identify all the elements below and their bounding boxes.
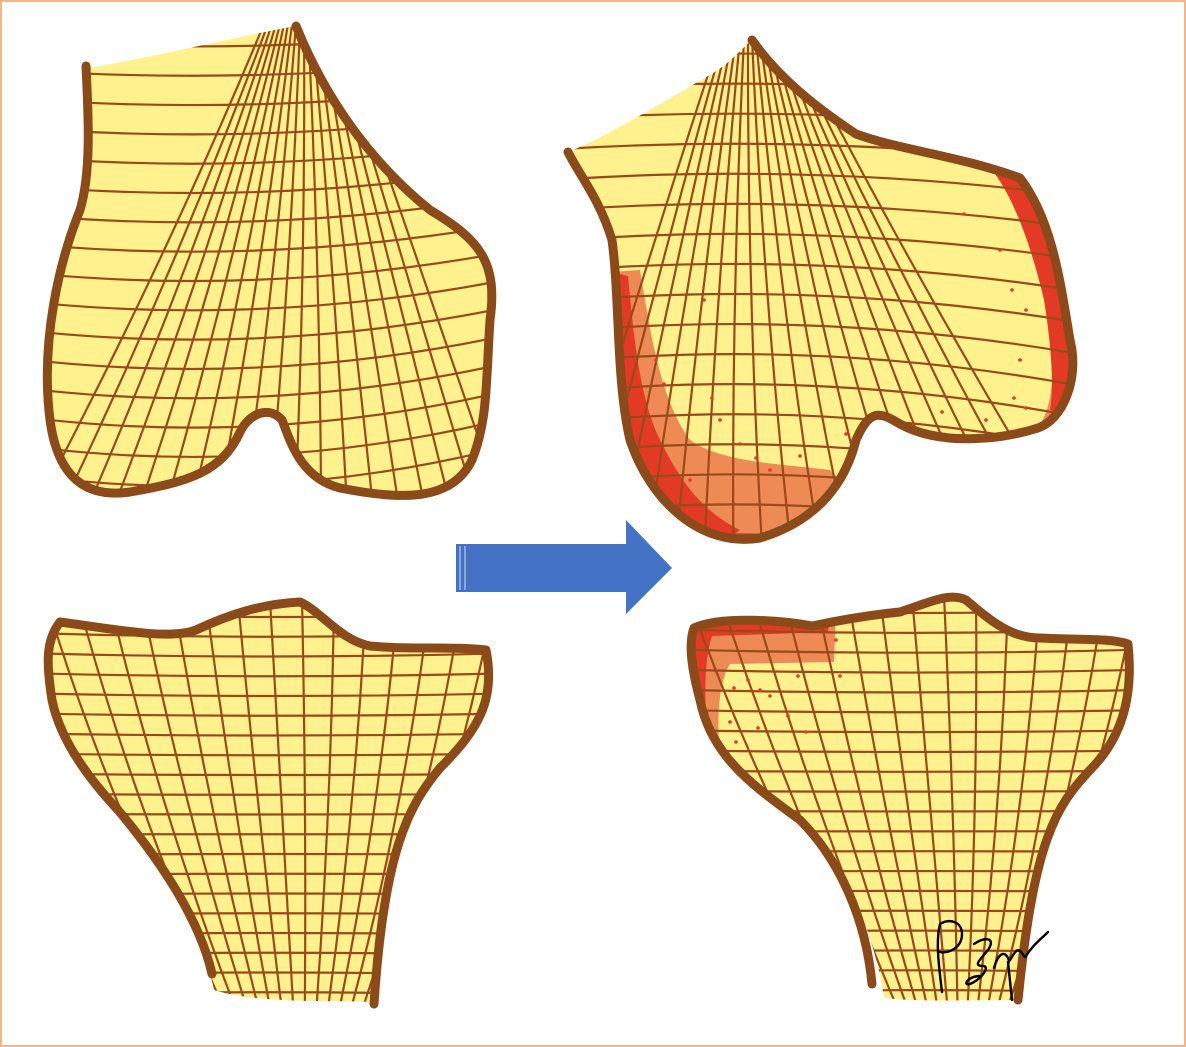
microfracture-dot: [654, 358, 658, 362]
microfracture-dot: [662, 382, 666, 386]
microfracture-dot: [738, 442, 742, 446]
arrow-icon: [456, 520, 672, 614]
progression-arrow: [456, 520, 672, 614]
trabecular-band: [648, 871, 1176, 872]
microfracture-dot: [1024, 406, 1028, 410]
healthy-femur: [0, 24, 540, 516]
microfracture-dot: [768, 468, 772, 472]
remodeled-femur: [520, 38, 1120, 585]
trabecular-band: [520, 54, 1120, 75]
microfracture-dot: [940, 410, 944, 414]
trabecular-band: [6, 1012, 534, 1016]
microfracture-dot: [796, 674, 800, 678]
microfracture-dot: [998, 248, 1002, 252]
microfracture-dot: [786, 714, 790, 718]
microfracture-dot: [1012, 396, 1016, 400]
remodeled-tibia: [648, 596, 1176, 1014]
microfracture-dot: [1024, 308, 1028, 312]
microfracture-dot: [754, 456, 758, 460]
trabecular-band: [648, 791, 1176, 792]
microfracture-dot: [702, 298, 706, 302]
microfracture-dot: [710, 396, 714, 400]
trabecular-band: [6, 814, 534, 815]
microfracture-dot: [718, 418, 722, 422]
microfracture-dot: [798, 454, 802, 458]
microfracture-dot: [1018, 358, 1022, 362]
microfracture-dot: [746, 678, 750, 682]
trabecular-band: [648, 1010, 1176, 1014]
microfracture-dot: [1010, 288, 1014, 292]
microfracture-dot: [728, 720, 732, 724]
microfracture-dot: [734, 740, 738, 744]
microfracture-dot: [984, 418, 988, 422]
microfracture-dot: [756, 726, 760, 730]
microfracture-dot: [804, 730, 808, 734]
microfracture-dot: [834, 638, 838, 642]
microfracture-dot: [838, 674, 842, 678]
microfracture-dot: [962, 212, 966, 216]
trabecular-band: [6, 794, 534, 795]
microfracture-dot: [688, 478, 692, 482]
microfracture-dot: [844, 432, 848, 436]
microfracture-dot: [732, 686, 736, 690]
microfracture-dot: [768, 694, 772, 698]
microfracture-dot: [758, 688, 762, 692]
trabecular-band: [6, 874, 534, 875]
healthy-tibia: [6, 600, 534, 1016]
trabecular-band: [648, 811, 1176, 812]
